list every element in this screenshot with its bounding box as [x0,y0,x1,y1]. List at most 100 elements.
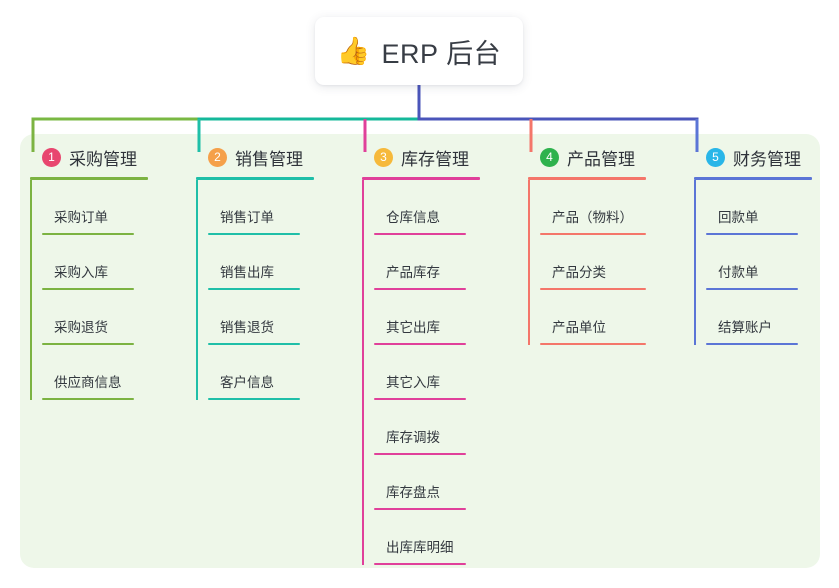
column-1: 1 采购管理采购订单采购入库采购退货供应商信息 [30,145,180,400]
list-item[interactable]: 出库库明细 [374,510,517,565]
list-item-label: 采购退货 [54,320,108,335]
column-title: 产品管理 [567,149,635,169]
list-item-underline [208,288,300,290]
column-underline [196,177,314,180]
list-item-label: 采购入库 [54,265,108,280]
list-item-label: 客户信息 [220,375,274,390]
list-item-underline [208,343,300,345]
columns-background-panel [20,134,820,568]
list-item-underline [42,398,134,400]
list-item[interactable]: 付款单 [706,235,824,290]
list-item-label: 库存调拨 [386,430,440,445]
column-spine [30,180,32,400]
list-item-underline [374,398,466,400]
list-item-underline [42,288,134,290]
list-item[interactable]: 仓库信息 [374,180,517,235]
list-item[interactable]: 库存调拨 [374,400,517,455]
list-item[interactable]: 产品库存 [374,235,517,290]
list-item-underline [374,343,466,345]
list-item-label: 产品库存 [386,265,440,280]
list-item[interactable]: 客户信息 [208,345,346,400]
column-number-badge: 2 [208,147,227,167]
list-item[interactable]: 销售退货 [208,290,346,345]
column-number-badge: 4 [540,147,559,167]
list-item-underline [42,233,134,235]
column-items: 产品（物料） 产品分类产品单位 [528,180,683,345]
column-items: 回款单付款单结算账户 [694,180,824,345]
list-item-label: 出库库明细 [386,540,454,555]
list-item-underline [706,288,798,290]
column-2: 2 销售管理销售订单销售出库销售退货客户信息 [196,145,346,400]
list-item-underline [706,233,798,235]
column-header-5[interactable]: 5 财务管理 [694,145,824,169]
column-header-2[interactable]: 2 销售管理 [196,145,346,169]
list-item[interactable]: 库存盘点 [374,455,517,510]
list-item[interactable]: 回款单 [706,180,824,235]
list-item[interactable]: 产品分类 [540,235,683,290]
column-number-badge: 3 [374,147,393,167]
list-item-underline [42,343,134,345]
column-number-badge: 5 [706,147,725,167]
list-item[interactable]: 其它出库 [374,290,517,345]
column-spine [528,180,530,345]
column-title: 采购管理 [69,149,137,169]
column-number-badge: 1 [42,147,61,167]
list-item-underline [706,343,798,345]
root-node-card[interactable]: 👍 ERP 后台 [315,17,523,85]
page-title: ERP 后台 [381,38,502,69]
list-item-label: 销售退货 [220,320,274,335]
list-item-label: 销售出库 [220,265,274,280]
list-item-underline [374,233,466,235]
column-title: 销售管理 [235,149,303,169]
column-header-4[interactable]: 4 产品管理 [528,145,683,169]
column-spine [362,180,364,565]
list-item-underline [540,288,646,290]
list-item[interactable]: 产品单位 [540,290,683,345]
list-item[interactable]: 供应商信息 [42,345,180,400]
list-item-label: 付款单 [718,265,759,280]
list-item-underline [374,453,466,455]
list-item-underline [208,233,300,235]
list-item-underline [374,288,466,290]
column-items: 仓库信息产品库存其它出库其它入库库存调拨库存盘点出库库明细 [362,180,517,565]
list-item-underline [208,398,300,400]
list-item[interactable]: 采购退货 [42,290,180,345]
list-item-label: 采购订单 [54,210,108,225]
list-item[interactable]: 销售订单 [208,180,346,235]
thumbs-up-icon: 👍 [336,35,371,66]
list-item[interactable]: 采购入库 [42,235,180,290]
column-underline [694,177,812,180]
list-item[interactable]: 采购订单 [42,180,180,235]
list-item[interactable]: 其它入库 [374,345,517,400]
column-items: 采购订单采购入库采购退货供应商信息 [30,180,180,400]
list-item-label: 供应商信息 [54,375,122,390]
list-item-label: 产品单位 [552,320,606,335]
column-items: 销售订单销售出库销售退货客户信息 [196,180,346,400]
column-underline [528,177,646,180]
column-title: 财务管理 [733,149,801,169]
column-spine [196,180,198,400]
column-underline [30,177,148,180]
list-item-underline [374,508,466,510]
list-item-label: 结算账户 [718,320,772,335]
list-item-label: 库存盘点 [386,485,440,500]
list-item-label: 仓库信息 [386,210,440,225]
list-item[interactable]: 销售出库 [208,235,346,290]
list-item-underline [540,233,646,235]
column-4: 4 产品管理产品（物料） 产品分类产品单位 [528,145,683,345]
column-underline [362,177,480,180]
column-spine [694,180,696,345]
list-item[interactable]: 结算账户 [706,290,824,345]
list-item[interactable]: 产品（物料） [540,180,683,235]
column-5: 5 财务管理回款单付款单结算账户 [694,145,824,345]
column-header-1[interactable]: 1 采购管理 [30,145,180,169]
list-item-underline [374,563,466,565]
list-item-label: 其它入库 [386,375,440,390]
list-item-label: 销售订单 [220,210,274,225]
list-item-underline [540,343,646,345]
list-item-label: 产品（物料） [552,210,633,225]
list-item-label: 其它出库 [386,320,440,335]
